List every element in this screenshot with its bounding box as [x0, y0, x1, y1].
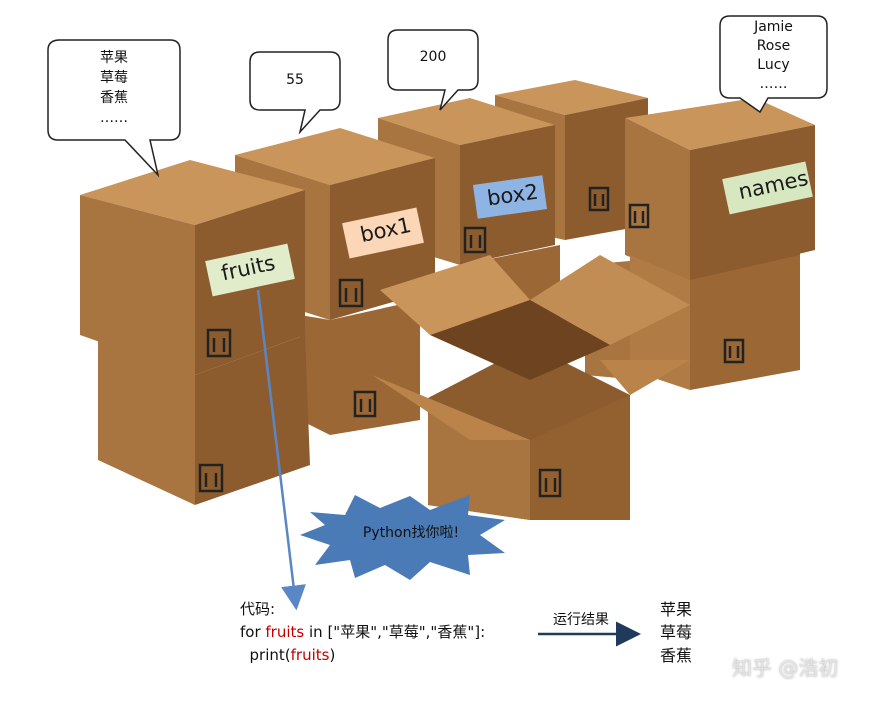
result-output: 苹果 草莓 香蕉: [660, 598, 692, 667]
result-line: 草莓: [660, 623, 693, 642]
code-heading: 代码:: [240, 600, 276, 618]
bubble-box1-shape: [249, 51, 341, 135]
code-line-2: print(fruits): [240, 644, 485, 667]
code-block: 代码: for fruits in ["苹果","草莓","香蕉"]: prin…: [240, 598, 485, 667]
bubble-line: Jamie: [754, 19, 793, 35]
result-line: 苹果: [660, 600, 693, 619]
code-token: print(: [240, 646, 291, 664]
bubble-line: 55: [286, 72, 304, 88]
box-box1-lower: [300, 300, 420, 435]
box-open: [372, 255, 690, 520]
code-line-1: for fruits in ["苹果","草莓","香蕉"]:: [240, 621, 485, 644]
bubble-line: 苹果: [100, 50, 128, 66]
label-box2-bg: [472, 175, 548, 219]
code-token: for: [240, 623, 266, 641]
starburst-shape: [300, 495, 505, 580]
bubble-fruits: 苹果 草莓 香蕉 ……: [48, 48, 180, 128]
result-line: 香蕉: [660, 646, 693, 665]
bubble-box1: 55: [250, 70, 340, 90]
bubble-box2: 200: [388, 47, 478, 67]
bubble-line: Lucy: [757, 57, 790, 73]
code-token: ): [329, 646, 336, 664]
bubble-names-shape: [719, 15, 828, 114]
bubble-box2-shape: [387, 29, 479, 111]
bubble-line: ……: [100, 110, 128, 126]
box-fruits-lower: [98, 335, 310, 505]
bubble-line: 草莓: [100, 70, 128, 86]
bubble-names: Jamie Rose Lucy ……: [720, 18, 827, 94]
label-names-bg: [722, 161, 813, 215]
result-arrow-label: 运行结果: [553, 612, 609, 628]
label-fruits-bg: [205, 243, 295, 297]
code-variable: fruits: [290, 646, 330, 664]
this-way-up-icon: [198, 186, 745, 498]
bubble-line: Rose: [756, 38, 791, 54]
bubble-line: ……: [759, 76, 788, 92]
label-box1-bg: [342, 207, 424, 259]
code-token: in ["苹果","草莓","香蕉"]:: [304, 623, 486, 641]
watermark: 知乎 @浩初: [732, 656, 839, 680]
bubble-line: 香蕉: [100, 90, 128, 106]
code-variable: fruits: [265, 623, 305, 641]
fruits-arrow: [256, 289, 306, 611]
starburst-text: Python找你啦!: [362, 525, 460, 541]
bubble-fruits-shape: [47, 39, 181, 178]
bubble-line: 200: [419, 49, 447, 65]
